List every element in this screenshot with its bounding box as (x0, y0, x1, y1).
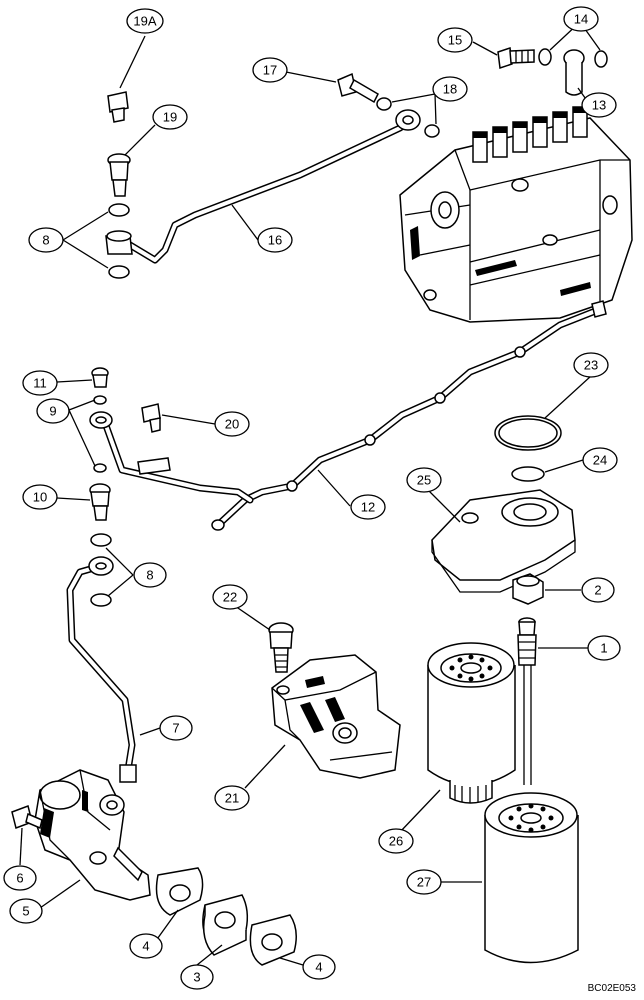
bolt-20 (141, 403, 161, 433)
callout-15: 15 (437, 27, 473, 53)
callout-3: 3 (180, 964, 214, 990)
callout-27-label: 27 (417, 875, 431, 890)
callout-2: 2 (581, 577, 615, 603)
callout-4-right-label: 4 (315, 960, 322, 975)
reference-code: BC02E053 (587, 983, 636, 994)
callout-18: 18 (432, 76, 468, 102)
callout-8-mid: 8 (133, 562, 167, 588)
callout-12: 12 (350, 494, 386, 520)
callout-21: 21 (214, 785, 250, 811)
callout-26: 26 (378, 828, 414, 854)
callout-25: 25 (406, 467, 442, 493)
callout-22-label: 22 (223, 590, 237, 605)
washer-9a (93, 395, 107, 405)
callout-10: 10 (22, 484, 58, 510)
bolt-22 (268, 622, 294, 673)
washer-8c (90, 533, 112, 547)
washer-14b (594, 50, 608, 68)
callout-4-right: 4 (302, 954, 336, 980)
callout-13-label: 13 (592, 98, 606, 113)
transfer-pump (34, 769, 151, 901)
o-ring-24 (511, 466, 545, 482)
callout-24: 24 (582, 447, 618, 473)
fitting-1 (517, 617, 537, 785)
callout-20: 20 (214, 411, 250, 437)
washer-18a (376, 97, 392, 111)
fuel-line-7 (66, 556, 137, 783)
fuel-line-16 (105, 109, 421, 264)
callout-19-label: 19 (163, 110, 177, 125)
callout-8-mid-label: 8 (146, 568, 153, 583)
callout-9: 9 (36, 398, 70, 424)
callout-19: 19 (152, 104, 188, 130)
washer-8d (90, 593, 112, 607)
callout-23-label: 23 (584, 358, 598, 373)
washer-8b (108, 265, 130, 279)
washer-8a (108, 203, 130, 217)
callout-14: 14 (563, 6, 599, 32)
fitting-13 (563, 49, 585, 96)
callout-16: 16 (257, 227, 293, 253)
injection-pump (399, 106, 633, 323)
bolt-17 (337, 72, 379, 104)
gasket-4b (249, 914, 297, 966)
callout-17-label: 17 (263, 63, 277, 78)
callout-12-label: 12 (361, 500, 375, 515)
fuel-line-short (89, 411, 254, 504)
callout-27: 27 (406, 869, 442, 895)
callout-5-label: 5 (22, 904, 29, 919)
callout-14-label: 14 (574, 12, 588, 27)
callout-22: 22 (212, 584, 248, 610)
callout-16-label: 16 (268, 233, 282, 248)
callout-24-label: 24 (593, 453, 607, 468)
washer-14a (538, 48, 552, 66)
callout-19a-label: 19A (133, 14, 156, 29)
fuel-filter-27 (484, 792, 579, 964)
bolt-6 (11, 805, 43, 830)
callout-15-label: 15 (448, 33, 462, 48)
callout-1: 1 (587, 635, 621, 661)
callout-7: 7 (159, 715, 193, 741)
callout-5: 5 (9, 898, 43, 924)
callout-13: 13 (581, 92, 617, 118)
washer-9b (93, 463, 107, 473)
nut-2 (512, 573, 544, 605)
callout-10-label: 10 (33, 490, 47, 505)
callout-20-label: 20 (225, 417, 239, 432)
bolt-19 (107, 153, 131, 197)
callout-25-label: 25 (417, 473, 431, 488)
callout-1-label: 1 (600, 641, 607, 656)
callout-23: 23 (573, 352, 609, 378)
callout-17: 17 (252, 57, 288, 83)
callout-7-label: 7 (172, 721, 179, 736)
callout-3-label: 3 (193, 970, 200, 985)
callout-26-label: 26 (389, 834, 403, 849)
bolt-10 (89, 483, 111, 521)
fuel-filter-26 (427, 642, 516, 804)
callout-19a: 19A (126, 8, 164, 34)
callout-11: 11 (22, 370, 58, 396)
bolt-11 (91, 367, 109, 388)
callout-4-left: 4 (129, 933, 163, 959)
o-ring-23-inner (498, 418, 558, 448)
callout-8-top: 8 (28, 227, 64, 253)
callout-9-label: 9 (49, 404, 56, 419)
bolt-15 (497, 46, 535, 70)
callout-6-label: 6 (16, 871, 23, 886)
callout-18-label: 18 (443, 82, 457, 97)
callout-8-top-label: 8 (42, 233, 49, 248)
bolt-19a (107, 91, 129, 123)
callout-4-left-label: 4 (142, 939, 149, 954)
filter-head-21 (271, 654, 401, 779)
filter-head-25 (431, 489, 576, 593)
callout-21-label: 21 (225, 791, 239, 806)
callout-11-label: 11 (33, 376, 47, 391)
callout-6: 6 (3, 865, 37, 891)
leader-lines (19, 21, 601, 966)
gasket-4a (155, 867, 204, 916)
spacer-3 (202, 894, 249, 956)
washer-18b (424, 124, 440, 138)
callout-2-label: 2 (594, 583, 601, 598)
